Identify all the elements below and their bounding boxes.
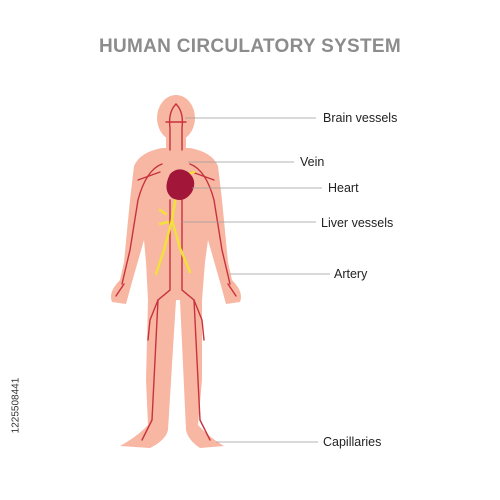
label-brain-vessels: Brain vessels bbox=[323, 111, 398, 125]
label-capillaries: Capillaries bbox=[323, 435, 382, 449]
heart-shape bbox=[166, 169, 195, 200]
blood-vessels bbox=[115, 103, 237, 441]
diagram-title: HUMAN CIRCULATORY SYSTEM bbox=[98, 36, 402, 57]
label-liver-vessels: Liver vessels bbox=[321, 216, 394, 230]
label-vein: Vein bbox=[300, 155, 325, 169]
body-silhouette bbox=[111, 95, 241, 448]
side-id-number: 1225508441 bbox=[10, 377, 22, 434]
leader-lines bbox=[182, 117, 330, 443]
label-artery: Artery bbox=[334, 267, 368, 281]
label-heart: Heart bbox=[328, 181, 359, 195]
